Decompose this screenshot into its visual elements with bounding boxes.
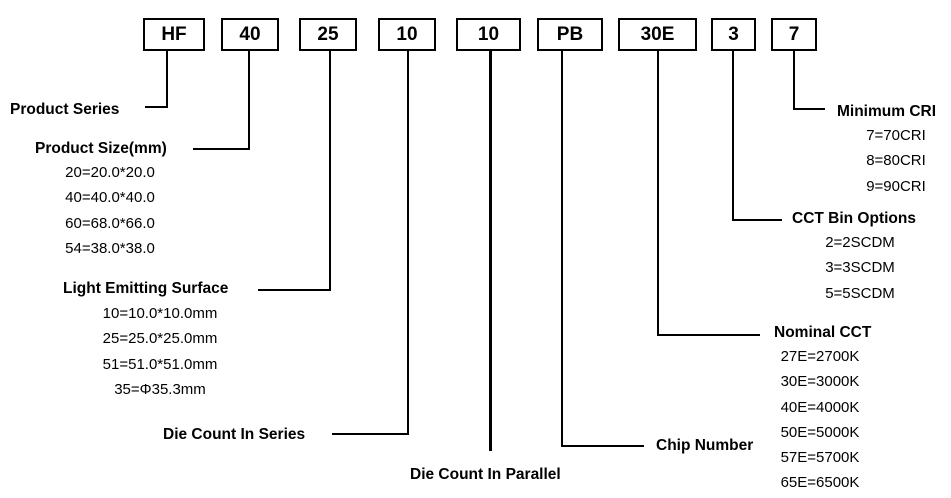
connector-vertical [407, 51, 409, 435]
connector-horizontal [657, 334, 760, 336]
code-text: HF [161, 23, 187, 45]
option-item: 65E=6500K [780, 474, 860, 492]
options-product-size: 20=20.0*20.0 40=40.0*40.0 60=68.0*66.0 5… [45, 160, 175, 261]
heading-product-size: Product Size(mm) [35, 140, 167, 157]
option-item: 27E=2700K [780, 348, 860, 365]
heading-light-surface: Light Emitting Surface [63, 280, 229, 297]
code-box-die-parallel: 10 [456, 18, 521, 51]
connector-horizontal [145, 106, 168, 108]
option-item: 35=Φ35.3mm [114, 380, 206, 398]
option-item: 20=20.0*20.0 [65, 164, 155, 181]
option-item: 5=5SCDM [825, 284, 895, 302]
option-item: 8=80CRI [866, 152, 926, 170]
heading-nominal-cct: Nominal CCT [774, 324, 872, 341]
heading-die-series: Die Count In Series [163, 426, 306, 443]
option-item: 10=10.0*10.0mm [102, 305, 218, 322]
code-text: 7 [788, 23, 800, 45]
option-item: 40E=4000K [780, 398, 860, 416]
option-item: 3=3SCDM [825, 259, 895, 277]
code-text: 10 [477, 23, 500, 45]
connector-vertical [657, 51, 659, 336]
connector-vertical [248, 51, 250, 150]
heading-die-parallel: Die Count In Parallel [410, 466, 561, 483]
option-item: 54=38.0*38.0 [65, 239, 155, 257]
connector-vertical [793, 51, 795, 110]
code-box-chip: PB [537, 18, 603, 51]
code-text: 25 [317, 23, 339, 45]
option-item: 30E=3000K [780, 373, 860, 391]
code-text: 10 [396, 23, 418, 45]
code-box-bin: 3 [711, 18, 756, 51]
code-box-cct: 30E [618, 18, 697, 51]
code-text: 40 [239, 23, 261, 45]
connector-horizontal [793, 108, 825, 110]
code-box-cri: 7 [771, 18, 817, 51]
code-box-size: 40 [221, 18, 279, 51]
connector-horizontal [561, 445, 644, 447]
option-item: 51=51.0*51.0mm [102, 355, 218, 373]
connector-vertical [489, 51, 492, 451]
option-item: 57E=5700K [780, 449, 860, 467]
code-box-die-series: 10 [378, 18, 436, 51]
option-item: 9=90CRI [866, 177, 926, 195]
code-text: 3 [728, 23, 739, 45]
code-text: PB [556, 23, 584, 45]
connector-horizontal [258, 289, 331, 291]
options-nominal-cct: 27E=2700K 30E=3000K 40E=4000K 50E=5000K … [770, 344, 870, 496]
option-item: 2=2SCDM [825, 234, 895, 251]
connector-vertical [732, 51, 734, 221]
option-item: 7=70CRI [866, 127, 926, 144]
option-item: 40=40.0*40.0 [65, 189, 155, 207]
options-cct-bin: 2=2SCDM 3=3SCDM 5=5SCDM [810, 230, 910, 306]
connector-vertical [329, 51, 331, 291]
heading-chip-number: Chip Number [656, 437, 754, 454]
connector-vertical [561, 51, 563, 447]
option-item: 25=25.0*25.0mm [102, 330, 218, 348]
option-item: 60=68.0*66.0 [65, 214, 155, 232]
connector-vertical [166, 51, 168, 108]
code-box-series: HF [143, 18, 205, 51]
option-item: 50E=5000K [780, 423, 860, 441]
connector-horizontal [193, 148, 250, 150]
heading-product-series: Product Series [10, 101, 120, 118]
heading-cct-bin: CCT Bin Options [792, 210, 916, 227]
code-text: 30E [640, 23, 675, 45]
connector-horizontal [332, 433, 409, 435]
options-min-cri: 7=70CRI 8=80CRI 9=90CRI [848, 123, 944, 199]
connector-horizontal [732, 219, 782, 221]
options-light-surface: 10=10.0*10.0mm 25=25.0*25.0mm 51=51.0*51… [85, 301, 235, 402]
code-box-surface: 25 [299, 18, 357, 51]
heading-min-cri: Minimum CRI [837, 103, 937, 120]
